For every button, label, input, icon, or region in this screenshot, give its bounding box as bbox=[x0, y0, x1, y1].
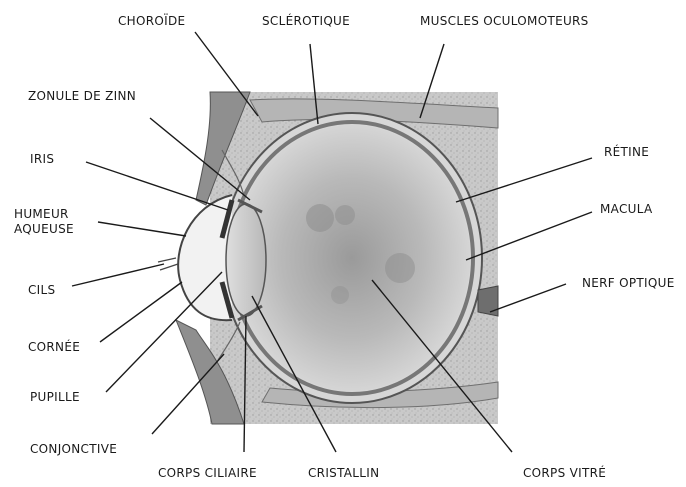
label-muscles-oculomoteurs: MUSCLES OCULOMOTEURS bbox=[420, 14, 589, 29]
label-aqueuse: AQUEUSE bbox=[14, 222, 74, 237]
label-choroide: CHOROÏDE bbox=[118, 14, 185, 29]
label-humeur: HUMEUR bbox=[14, 207, 69, 222]
lens bbox=[226, 204, 266, 316]
label-iris: IRIS bbox=[30, 152, 54, 167]
label-sclerotique: SCLÉROTIQUE bbox=[262, 14, 350, 29]
label-retine: RÉTINE bbox=[604, 145, 649, 160]
label-zonule-de-zinn: ZONULE DE ZINN bbox=[28, 89, 136, 104]
optic-nerve bbox=[478, 286, 498, 316]
label-corps-ciliaire: CORPS CILIAIRE bbox=[158, 466, 257, 481]
label-macula: MACULA bbox=[600, 202, 652, 217]
label-conjonctive: CONJONCTIVE bbox=[30, 442, 117, 457]
label-cristallin: CRISTALLIN bbox=[308, 466, 379, 481]
label-nerf-optique: NERF OPTIQUE bbox=[582, 276, 675, 291]
label-cils: CILS bbox=[28, 283, 55, 298]
label-corps-vitre: CORPS VITRÉ bbox=[523, 466, 606, 481]
vitreous-body bbox=[234, 125, 470, 391]
label-cornee: CORNÉE bbox=[28, 340, 80, 355]
label-pupille: PUPILLE bbox=[30, 390, 80, 405]
cornea bbox=[178, 195, 232, 320]
